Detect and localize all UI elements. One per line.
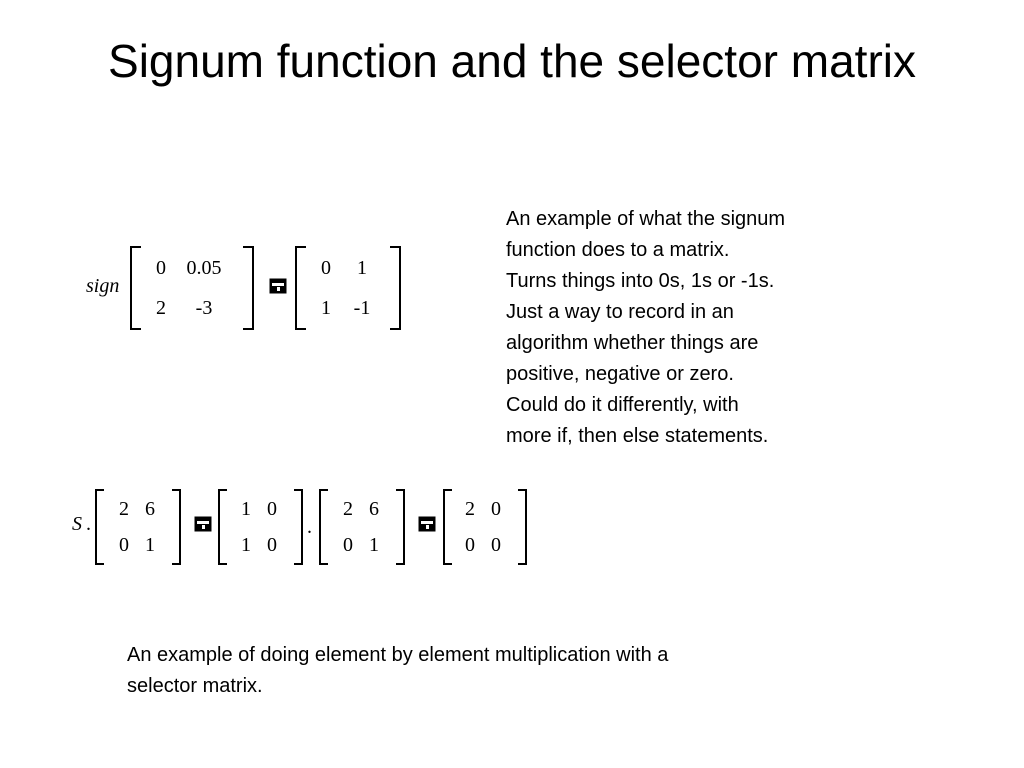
sign-function-label: sign <box>86 275 120 297</box>
multiplication-note: An example of doing element by element m… <box>127 640 817 702</box>
matrix-right-bracket <box>243 246 254 330</box>
matrix-cell: 0 <box>119 534 129 556</box>
garbled-equals-box-icon <box>418 516 436 532</box>
matrix-cell: 1 <box>357 257 367 279</box>
explanation-note: An example of what the signum function d… <box>506 204 866 452</box>
matrix-right-bracket <box>172 489 181 565</box>
matrix-cell: 0 <box>343 534 353 556</box>
matrix-cell: 0 <box>267 534 277 556</box>
matrix-cell: 0 <box>491 498 501 520</box>
matrix-left-bracket <box>319 489 328 565</box>
slide-title-text: Signum function and the selector matrix <box>108 35 916 87</box>
dot-operator: . <box>307 516 312 538</box>
matrix-left-bracket <box>295 246 306 330</box>
selector-label: S <box>72 513 82 535</box>
matrix-cell: 0 <box>156 257 166 279</box>
explanation-line: Just a way to record in an <box>506 301 734 323</box>
garbled-equals-box-icon <box>269 278 287 294</box>
explanation-line: Turns things into 0s, 1s or -1s. <box>506 270 775 292</box>
matrix-cell: 1 <box>145 534 155 556</box>
matrix-cell: 0 <box>465 534 475 556</box>
matrix-cell: 1 <box>321 297 331 319</box>
matrix-cell: 0.05 <box>186 257 222 279</box>
matrix-right-bracket <box>518 489 527 565</box>
matrix-cell: -3 <box>195 297 213 319</box>
matrix-cell: 2 <box>465 498 475 520</box>
matrix-cell: 2 <box>119 498 129 520</box>
slide-title: Signum function and the selector matrix <box>60 34 964 89</box>
matrix-left-bracket <box>443 489 452 565</box>
matrix-right-bracket <box>390 246 401 330</box>
matrix-cell: 1 <box>369 534 379 556</box>
matrix-cell: 1 <box>241 534 251 556</box>
multiplication-line: selector matrix. <box>127 675 263 697</box>
explanation-line: function does to a matrix. <box>506 239 730 261</box>
multiplication-line: An example of doing element by element m… <box>127 644 669 666</box>
matrix-cell: 2 <box>343 498 353 520</box>
matrix-cell: 6 <box>369 498 379 520</box>
matrix-cell: 0 <box>491 534 501 556</box>
explanation-line: positive, negative or zero. <box>506 363 734 385</box>
matrix-right-bracket <box>294 489 303 565</box>
explanation-line: more if, then else statements. <box>506 425 769 447</box>
explanation-line: algorithm whether things are <box>506 332 759 354</box>
matrix-cell: 0 <box>321 257 331 279</box>
explanation-line: An example of what the signum <box>506 208 786 230</box>
matrix-cell: -1 <box>353 297 371 319</box>
dot-operator: . <box>86 513 91 535</box>
garbled-equals-box-icon <box>194 516 212 532</box>
matrix-left-bracket <box>130 246 141 330</box>
matrix-cell: 0 <box>267 498 277 520</box>
matrix-right-bracket <box>396 489 405 565</box>
matrix-cell: 1 <box>241 498 251 520</box>
matrix-left-bracket <box>95 489 104 565</box>
matrix-left-bracket <box>218 489 227 565</box>
matrix-cell: 2 <box>156 297 166 319</box>
explanation-line: Could do it differently, with <box>506 394 739 416</box>
matrix-cell: 6 <box>145 498 155 520</box>
